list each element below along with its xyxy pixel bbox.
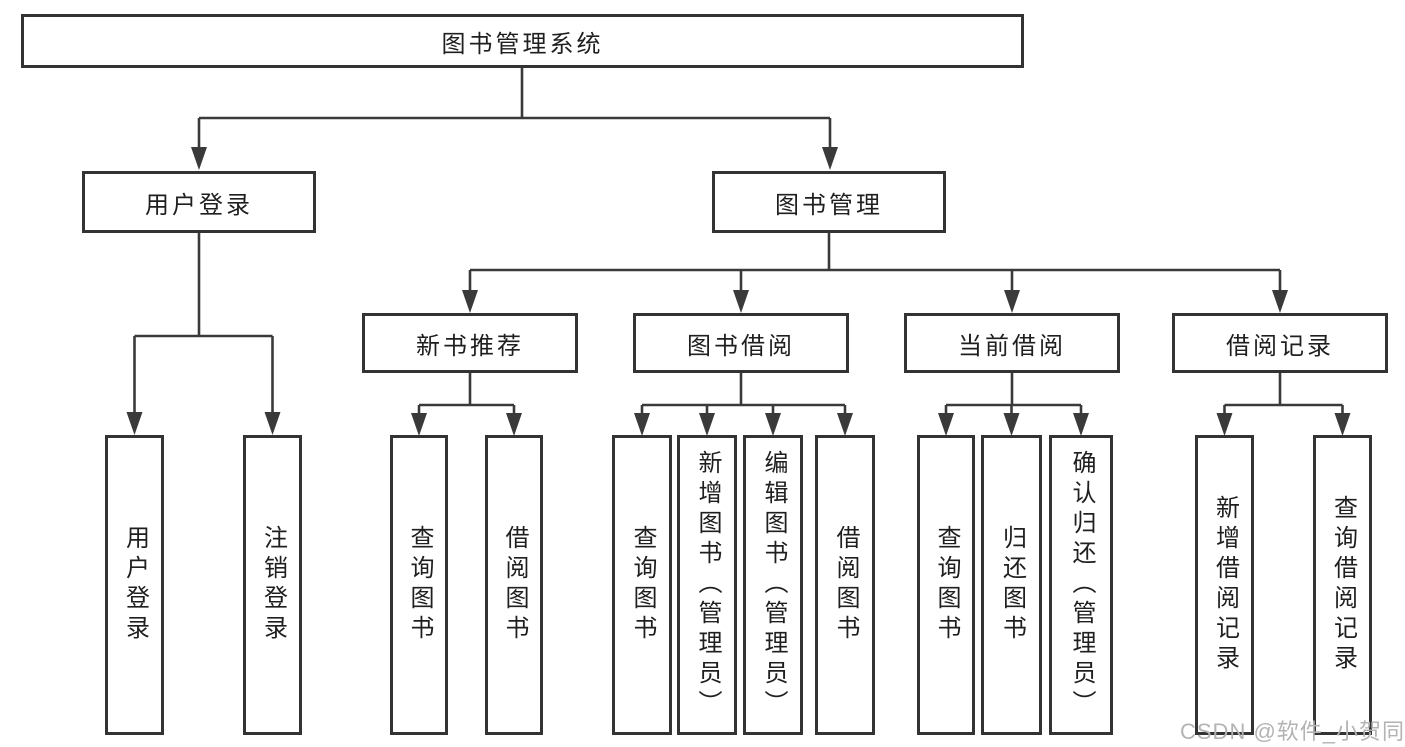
- node-current-borrowing: 当前借阅: [904, 313, 1120, 373]
- connector-book-borrow-children: [634, 371, 853, 436]
- leaf-confirm-return-admin: 确认归还（管理员）: [1049, 435, 1113, 735]
- node-borrowing-records: 借阅记录: [1172, 313, 1388, 373]
- leaf-return-books: 归还图书: [981, 435, 1042, 735]
- node-book-management: 图书管理: [712, 171, 946, 233]
- connector-new-books-children: [411, 371, 522, 436]
- connector-user-login-children: [126, 231, 281, 435]
- node-user-login: 用户登录: [82, 171, 316, 233]
- leaf-query-books-borrow: 查询图书: [612, 435, 672, 735]
- leaf-borrow-books-new: 借阅图书: [485, 435, 543, 735]
- connector-root-to-level2: [191, 65, 838, 170]
- node-system-root: 图书管理系统: [21, 14, 1024, 68]
- connector-book-mgmt-children: [462, 231, 1288, 313]
- node-new-book-recommend: 新书推荐: [362, 313, 578, 373]
- leaf-edit-books-admin: 编辑图书（管理员）: [743, 435, 803, 735]
- leaf-add-books-admin: 新增图书（管理员）: [677, 435, 737, 735]
- leaf-logout: 注销登录: [243, 435, 302, 735]
- node-book-borrowing: 图书借阅: [633, 313, 849, 373]
- connector-borrow-records-children: [1216, 371, 1351, 436]
- leaf-query-borrow-record: 查询借阅记录: [1313, 435, 1372, 735]
- leaf-query-books-current: 查询图书: [917, 435, 975, 735]
- leaf-borrow-books: 借阅图书: [815, 435, 875, 735]
- csdn-watermark: CSDN @软件_小贺同学: [1180, 719, 1405, 744]
- leaf-query-books-new: 查询图书: [390, 435, 448, 735]
- connector-current-borrow-children: [938, 371, 1089, 436]
- leaf-user-login: 用户登录: [105, 435, 164, 735]
- leaf-add-borrow-record: 新增借阅记录: [1195, 435, 1254, 735]
